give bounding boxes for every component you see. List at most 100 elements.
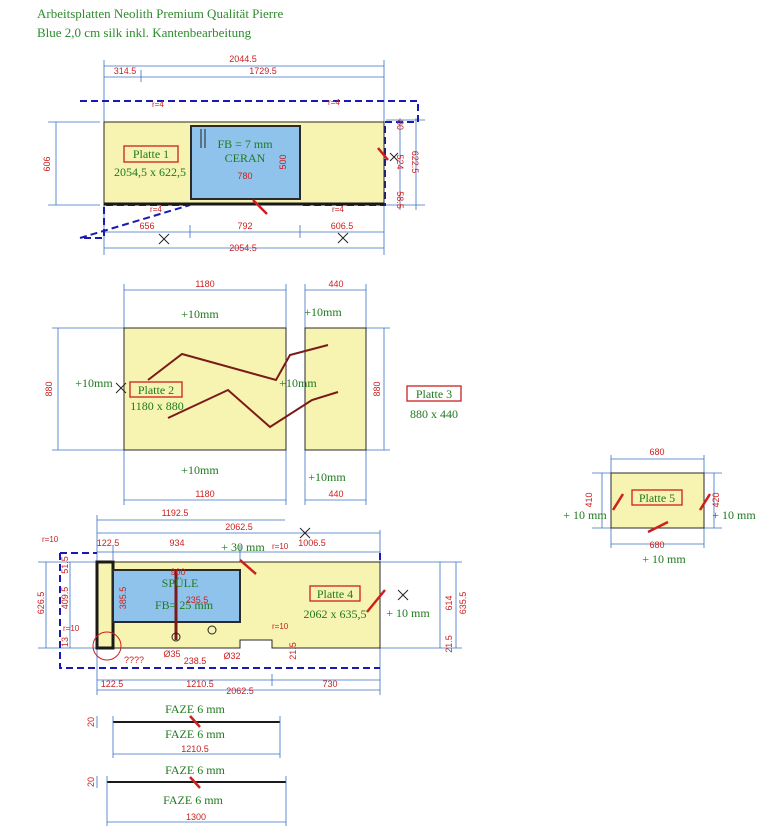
ink-mark: [252, 199, 268, 215]
plus-left-p2: +10mm: [75, 376, 113, 390]
dim-top-left: 314.5: [114, 66, 137, 76]
faze-2-length: 1300: [186, 812, 206, 822]
header-line-1: Arbeitsplatten Neolith Premium Qualität …: [37, 6, 284, 21]
dim-right-2: 524: [395, 154, 405, 169]
faze-1-length: 1210.5: [181, 744, 209, 754]
dim-bottom-2: 792: [237, 221, 252, 231]
bottom-plan: 1192.5 2062.5 122.5 934 1006.5 626.5 409…: [36, 508, 468, 696]
dim-bp-bottom-2: 1210.5: [186, 679, 214, 689]
dim-bp-right-3: 21.5: [444, 635, 454, 653]
dashed-outline: [59, 552, 381, 669]
bp-radius-3: r=10: [63, 624, 80, 633]
dim-bp-bottom-1: 122.5: [101, 679, 124, 689]
dim-bp-top-2: 2062.5: [225, 522, 253, 532]
platte2-label: Platte 2: [138, 383, 174, 397]
plus-bottom-p2: +10mm: [181, 463, 219, 477]
platte5-label: Platte 5: [639, 491, 675, 505]
dim-top-right: 1729.5: [249, 66, 277, 76]
plus-mid: +10mm: [279, 376, 317, 390]
ink-mark: [239, 559, 257, 575]
platte3-label: Platte 3: [416, 387, 452, 401]
platte1-label: Platte 1: [133, 147, 169, 161]
faze-2-top: FAZE 6 mm: [165, 763, 225, 777]
dim-right-3: 58.5: [395, 191, 405, 209]
dim-right-1: 80: [395, 120, 405, 130]
sink-label: SPÜLE: [162, 576, 199, 590]
hole-1: Ø35: [163, 649, 180, 659]
middle-plan: 1180 440 1180 440 880 880 +10mm +10mm +1…: [44, 279, 462, 505]
dim-bottom-1: 656: [139, 221, 154, 231]
ink-mark: [366, 589, 386, 613]
faze-1-bottom: FAZE 6 mm: [165, 727, 225, 741]
platte3-size: 880 x 440: [410, 407, 458, 421]
dim-left: 606: [42, 156, 52, 171]
platte3-tag: [406, 385, 462, 402]
faze-strip-2: FAZE 6 mm FAZE 6 mm 1300 20: [86, 763, 287, 826]
radius-1: r=4: [152, 100, 164, 109]
bp-radius-2: r=10: [272, 542, 289, 551]
dim-bottom-total: 2054.5: [229, 243, 257, 253]
plus-bottom-p3: +10mm: [308, 470, 346, 484]
dim-bp-top-5: 1006.5: [298, 538, 326, 548]
hole-2: Ø32: [223, 651, 240, 661]
dim-p5-right: 420: [711, 492, 721, 507]
question-circle: [92, 631, 122, 661]
platte1-size: 2054,5 x 622,5: [114, 165, 186, 179]
dim-bp-right-2: 635.5: [458, 592, 468, 615]
plus-p5-bottom: + 10 mm: [642, 552, 686, 566]
dim-bp-left-3: 51.5: [60, 556, 70, 574]
platte2-size: 1180 x 880: [130, 399, 184, 413]
dim-bp-left-1: 626.5: [36, 592, 46, 615]
radius-4: r=4: [332, 205, 344, 214]
dim-bp-bottom-4: 730: [322, 679, 337, 689]
dim-bp-top-4: 934: [169, 538, 184, 548]
dim-bp-left-4: 13: [60, 637, 70, 647]
plus-bp-right: + 10 mm: [386, 606, 430, 620]
dim-p5-left: 410: [584, 492, 594, 507]
dim-bp-extra: 21.5: [288, 642, 298, 660]
plus-p5-right: + 10 mm: [712, 508, 756, 522]
dim-p3-right: 880: [372, 381, 382, 396]
platte5-tag: [631, 489, 683, 506]
vein-line: [147, 344, 329, 382]
faze-1-top: FAZE 6 mm: [165, 702, 225, 716]
dim-p3-top: 440: [328, 279, 343, 289]
dim-p3-bottom: 440: [328, 489, 343, 499]
faze-strip-1: FAZE 6 mm FAZE 6 mm 1210.5 20: [86, 702, 281, 758]
top-plan: 2044.5 314.5 1729.5 656 792 606.5 2054.5…: [42, 54, 425, 255]
plus-top-p2: +10mm: [181, 307, 219, 321]
faze-2-bottom: FAZE 6 mm: [163, 793, 223, 807]
plus-bp-top: + 30 mm: [221, 540, 265, 554]
platte4-tag: [309, 585, 361, 602]
side-plan: 680 680 410 420 + 10 mm + 10 mm + 10 mm …: [563, 447, 756, 566]
radius-3: r=4: [150, 205, 162, 214]
hole-offset: 238.5: [184, 656, 207, 666]
dim-sink-depth: 385.5: [118, 587, 128, 610]
dim-bp-left-2: 409.5: [60, 587, 70, 610]
ceran-cutout: [190, 125, 301, 200]
dim-right-total: 622.5: [410, 151, 420, 174]
ceran-fb: FB = 7 mm: [217, 137, 273, 151]
dim-sink-offset: 235.5: [186, 595, 209, 605]
sink-fb: FB= 25 mm: [155, 598, 214, 612]
dim-bp-right-1: 614: [444, 595, 454, 610]
vein-line: [167, 388, 339, 429]
question-mark: ????: [124, 655, 144, 665]
platte2-slab: [123, 327, 287, 451]
dim-bp-bottom-3: 2062.5: [226, 686, 254, 696]
platte4-label: Platte 4: [317, 587, 353, 601]
dim-p2-bottom: 1180: [195, 489, 214, 499]
bp-radius-4: r=10: [272, 622, 289, 631]
platte1-tag: [123, 145, 179, 163]
faze-1-height: 20: [86, 717, 96, 727]
ink-mark: [611, 493, 625, 511]
dim-p5-top: 680: [649, 447, 664, 457]
dim-p2-left: 880: [44, 381, 54, 396]
platte2-tag: [129, 381, 183, 398]
cutout-depth: 500: [278, 154, 288, 169]
bp-radius-1: r=10: [42, 535, 59, 544]
faze-2-height: 20: [86, 777, 96, 787]
dim-sink-width: 900: [170, 567, 185, 577]
